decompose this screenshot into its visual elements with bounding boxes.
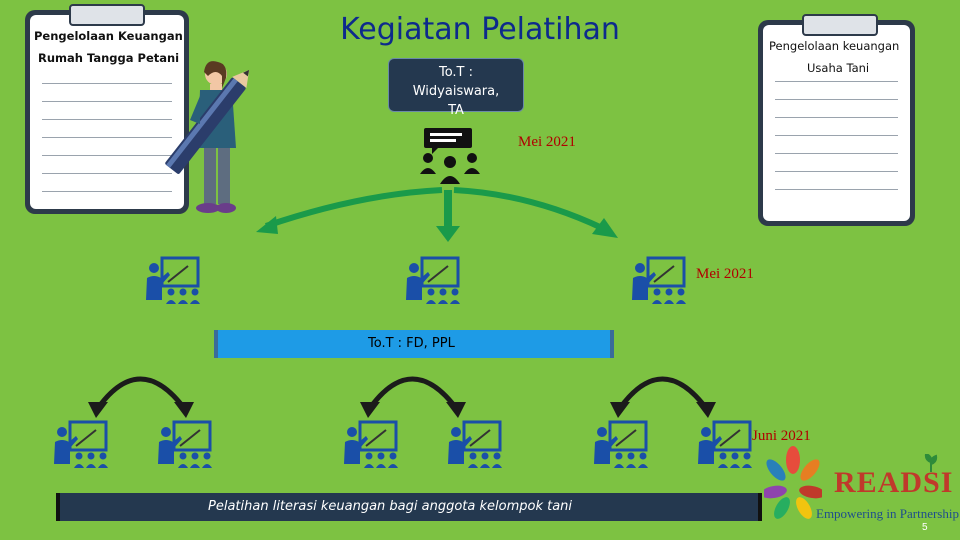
farmer-training-banner: Pelatihan literasi keuangan bagi anggota… [56, 493, 762, 521]
page-title: Kegiatan Pelatihan [340, 12, 620, 47]
readsi-tagline: Empowering in Partnership [816, 506, 959, 521]
month-label-farmers: Juni 2021 [752, 428, 811, 444]
trainer-group-icon [696, 420, 754, 470]
trainer-group-icon [404, 256, 462, 306]
distribution-arrows [256, 187, 618, 242]
clipboard-clip-icon [802, 14, 878, 36]
trainer-group-icon [144, 256, 202, 306]
tot-box-line2: Widyaiswara, [412, 84, 500, 99]
leaf-icon [924, 454, 938, 472]
trainer-group-icon [156, 420, 214, 470]
tot-trainers-box: To.T : Widyaiswara, TA [388, 58, 524, 118]
trainer-group-icon [446, 420, 504, 470]
tot-fd-ppl-label: To.T : FD, PPL [368, 336, 455, 351]
farmer-training-label: Pelatihan literasi keuangan bagi anggota… [208, 499, 573, 514]
readsi-hands-logo-icon [764, 446, 822, 519]
tot-box-line3: TA [448, 103, 464, 118]
trainer-group-icon [342, 420, 400, 470]
trainer-group-icon [52, 420, 110, 470]
left-clipboard: Pengelolaan Keuangan Rumah Tangga Petani [25, 4, 189, 214]
group-discussion-icon [420, 128, 480, 184]
trainer-group-icon [592, 420, 650, 470]
month-label-fd: Mei 2021 [696, 266, 754, 282]
clipboard-clip-icon [69, 4, 145, 26]
right-clipboard-line1: Pengelolaan keuangan [769, 39, 900, 53]
left-clipboard-line1: Pengelolaan Keuangan [34, 29, 183, 43]
readsi-logo-text: READSI [834, 466, 954, 499]
tot-box-line1: To.T : [438, 65, 474, 80]
right-clipboard-line2: Usaha Tani [807, 61, 870, 75]
trainer-group-icon [630, 256, 688, 306]
tot-fd-ppl-banner: To.T : FD, PPL [214, 330, 614, 358]
exchange-arrows [88, 376, 716, 418]
left-clipboard-line2: Rumah Tangga Petani [38, 51, 180, 65]
woman-with-pencil-icon [165, 61, 250, 213]
right-clipboard: Pengelolaan keuangan Usaha Tani [758, 14, 915, 226]
page-number: 5 [922, 522, 928, 533]
month-label-tot: Mei 2021 [518, 134, 576, 150]
